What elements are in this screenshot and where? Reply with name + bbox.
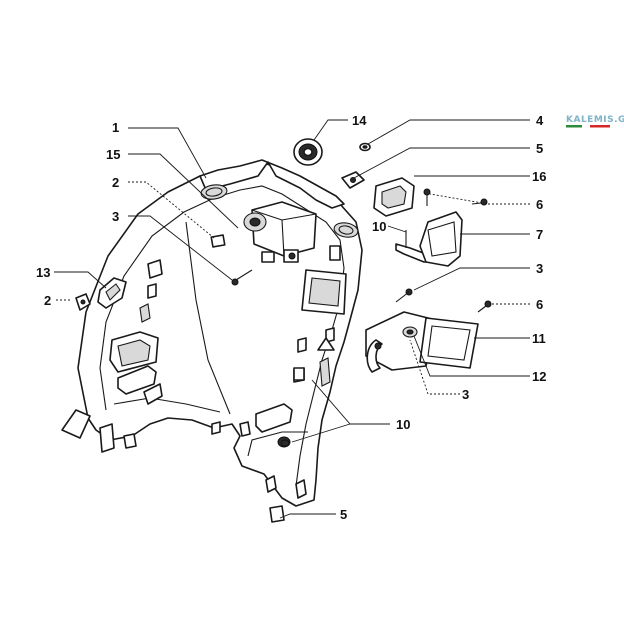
- watermark-stripe-white: [582, 125, 590, 128]
- screw-part-6-top: [423, 188, 488, 206]
- callout-11: 11: [532, 331, 546, 346]
- panel-part-11: [419, 317, 479, 369]
- leader-lines: [54, 119, 530, 519]
- bracket-part-16: [373, 177, 415, 217]
- callout-15: 15: [106, 147, 120, 162]
- grommet-part-14: [293, 138, 323, 166]
- callout-2-left: 2: [44, 293, 51, 308]
- bolt-part-3-right: [395, 288, 413, 303]
- clip-part-10-bottom: [280, 367, 305, 447]
- clip-part-5-bottom: [269, 505, 285, 523]
- callout-3: 3: [112, 209, 119, 224]
- callout-7: 7: [536, 227, 543, 242]
- cover-plate-part-7: [419, 211, 463, 267]
- callout-labels: 1 15 2 3 13 2 14 4 5 16 6 10 7 3 6 11 12…: [36, 113, 546, 522]
- callout-2: 2: [112, 175, 119, 190]
- callout-14: 14: [352, 113, 367, 128]
- callout-16: 16: [532, 169, 546, 184]
- callout-3-right: 3: [536, 261, 543, 276]
- leg-shield-panel: [61, 159, 363, 507]
- callout-6: 6: [536, 197, 543, 212]
- washer-part-4: [359, 142, 371, 152]
- callout-4: 4: [536, 113, 544, 128]
- watermark-text: KALEMIS.GR: [566, 115, 624, 125]
- callout-10-top: 10: [372, 219, 386, 234]
- callout-6-mid: 6: [536, 297, 543, 312]
- clip-part-2-left: [75, 293, 91, 311]
- callout-13: 13: [36, 265, 50, 280]
- watermark-stripe-green: [566, 125, 582, 128]
- callout-5-bottom: 5: [340, 507, 347, 522]
- clip-part-13: [97, 277, 127, 309]
- callout-1: 1: [112, 120, 119, 135]
- callout-5: 5: [536, 141, 543, 156]
- callout-10-bottom: 10: [396, 417, 410, 432]
- latch-part-12: [366, 339, 383, 373]
- watermark-stripe-red: [590, 125, 610, 128]
- watermark: KALEMIS.GR: [566, 115, 624, 128]
- screw-part-6-mid: [477, 300, 492, 313]
- callout-3-bottom: 3: [462, 387, 469, 402]
- bolt-part-3-left: [231, 269, 253, 286]
- callout-12: 12: [532, 369, 546, 384]
